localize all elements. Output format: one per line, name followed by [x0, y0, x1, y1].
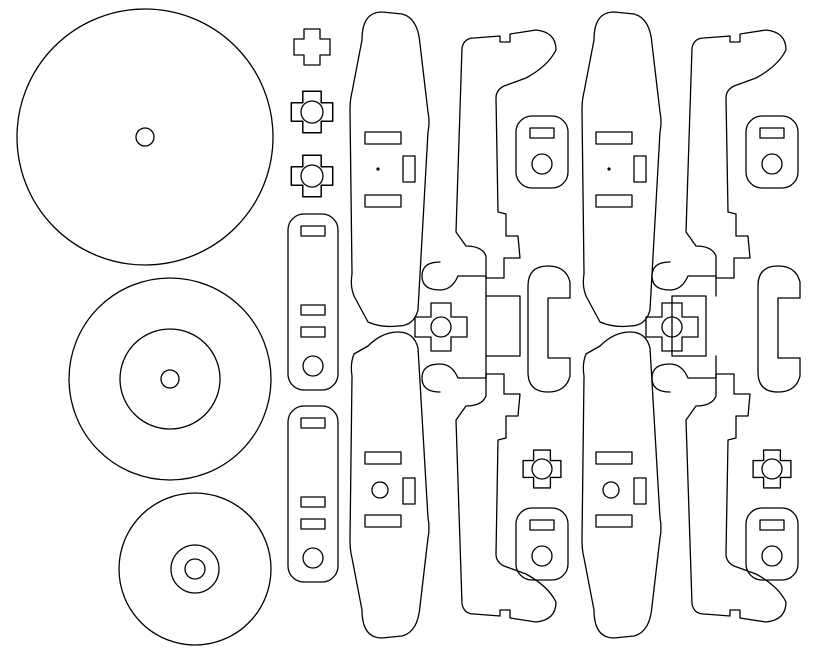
small-ring-disc-hole [184, 558, 206, 580]
crank-lever-arm [455, 373, 557, 623]
cross-connector-with-hole [752, 449, 792, 489]
short-plate [515, 115, 569, 189]
cross-connector-with-hole [414, 302, 468, 352]
ring-disc-hole [160, 369, 180, 389]
cross-connector-with-hole [645, 302, 699, 352]
wing-blade [581, 331, 662, 639]
half-round-clip [527, 265, 571, 393]
cross-connector-with-hole [290, 90, 334, 134]
crank-lever-arm [455, 29, 557, 279]
wing-blade [349, 11, 430, 328]
cross-connector-with-hole [290, 154, 334, 198]
short-plate [515, 507, 569, 581]
large-disc-hole [135, 127, 155, 147]
large-disc [16, 8, 274, 266]
crank-lever-arm [685, 373, 787, 623]
cross-connector-with-hole [522, 449, 562, 489]
small-ring-disc [118, 492, 272, 646]
short-plate [745, 115, 799, 189]
offset-arm-with-knuckles [421, 261, 717, 393]
long-rounded-strap [287, 405, 339, 583]
short-plate [745, 507, 799, 581]
long-rounded-strap [287, 213, 339, 391]
wing-blade [349, 331, 430, 639]
crank-lever-arm [685, 29, 787, 279]
half-round-clip [757, 265, 801, 393]
wing-blade [581, 11, 662, 328]
cross-connector [293, 28, 331, 66]
ring-disc [68, 277, 272, 481]
